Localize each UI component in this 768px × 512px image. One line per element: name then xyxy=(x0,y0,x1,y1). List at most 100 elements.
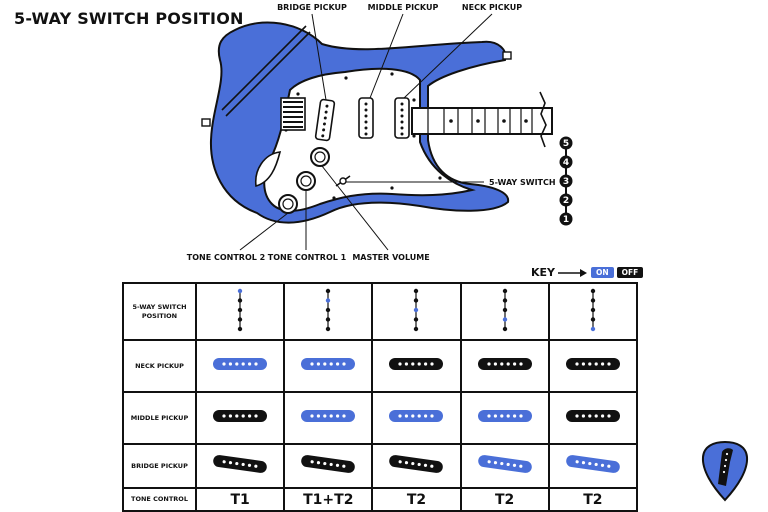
pickup-on-icon xyxy=(566,455,620,473)
row-header-switch: 5-WAY SWITCH POSITION xyxy=(122,282,197,341)
switch-indicator xyxy=(326,288,331,331)
output-jack xyxy=(255,151,282,188)
switch-dot xyxy=(237,316,243,322)
guitar-diagram: BRIDGE PICKUP MIDDLE PICKUP NECK PICKUP … xyxy=(187,3,573,262)
switch-dot xyxy=(237,326,243,331)
table-row-switch: 5-WAY SWITCH POSITION xyxy=(122,282,639,341)
cell-middle xyxy=(459,391,550,445)
switch-position-table: 5-WAY SWITCH POSITION NECK PICKUP MIDDLE… xyxy=(122,282,639,512)
switch-dot-active xyxy=(502,316,507,322)
cell-middle xyxy=(547,391,639,445)
cell-neck xyxy=(459,339,550,393)
pickup-on-icon xyxy=(301,358,356,370)
five-way-switch xyxy=(335,175,351,187)
switch-indicator xyxy=(590,288,596,331)
switch-dot xyxy=(590,288,596,293)
switch-number-badge xyxy=(559,136,573,150)
cell-switch xyxy=(547,282,639,341)
pickup-off-icon xyxy=(477,358,532,370)
switch-dot xyxy=(237,307,243,312)
cell-switch xyxy=(459,282,550,341)
switch-number-badge xyxy=(559,155,573,169)
pickup-off-icon xyxy=(565,410,620,422)
switch-number-label: 2 xyxy=(563,196,569,206)
page-title: 5-WAY SWITCH POSITION xyxy=(14,9,244,28)
row-header-middle: MIDDLE PICKUP xyxy=(122,391,197,445)
neck-pickup xyxy=(394,97,410,139)
switch-dot xyxy=(414,326,419,331)
switch-indicator xyxy=(237,288,243,331)
pickup-off-icon xyxy=(389,455,444,473)
pickup-off-icon xyxy=(565,358,620,370)
label-tone-control-1: TONE CONTROL 1 xyxy=(268,253,347,262)
table-row-neck: NECK PICKUP xyxy=(122,339,639,393)
switch-number-label: 3 xyxy=(563,177,569,187)
tone-control-1-knob xyxy=(296,171,316,191)
tone-value: T1 xyxy=(194,487,286,512)
switch-dot xyxy=(590,297,596,303)
guitar-pick-logo-icon xyxy=(701,440,749,502)
row-header-neck: NECK PICKUP xyxy=(122,339,197,393)
cell-neck xyxy=(194,339,286,393)
tone-value: T2 xyxy=(547,487,639,512)
cell-switch xyxy=(371,282,462,341)
table-row-middle: MIDDLE PICKUP xyxy=(122,391,639,445)
middle-pickup xyxy=(358,97,374,139)
bridge-pickup xyxy=(314,98,336,142)
master-volume-knob xyxy=(310,147,330,167)
switch-dot xyxy=(502,288,507,293)
cell-neck xyxy=(547,339,639,393)
pickup-off-icon xyxy=(213,410,268,422)
table-row-tone: TONE CONTROL T1 T1+T2 T2 T2 T2 xyxy=(122,487,639,512)
switch-number-badge xyxy=(559,174,573,188)
guitar-neck xyxy=(411,91,553,148)
pickup-off-icon xyxy=(301,455,356,473)
switch-dot xyxy=(590,307,596,312)
tone-control-2-knob xyxy=(278,194,298,214)
label-five-way-switch: 5-WAY SWITCH xyxy=(489,178,556,187)
switch-indicator xyxy=(414,288,419,331)
pickguard xyxy=(263,67,476,212)
cell-neck xyxy=(283,339,374,393)
key-label: KEY xyxy=(531,266,556,279)
guitar-bridge xyxy=(280,97,306,131)
switch-dot xyxy=(237,297,243,303)
pickup-on-icon xyxy=(477,410,532,422)
switch-number-badge xyxy=(559,212,573,226)
switch-dot xyxy=(326,307,331,312)
pickup-on-icon xyxy=(477,455,532,473)
cell-bridge xyxy=(459,443,550,489)
label-tone-control-2: TONE CONTROL 2 xyxy=(187,253,265,262)
switch-dot xyxy=(414,316,419,322)
cell-bridge xyxy=(547,443,639,489)
label-neck-pickup: NECK PICKUP xyxy=(462,3,522,12)
cell-switch xyxy=(283,282,374,341)
switch-dot xyxy=(414,288,419,293)
switch-dot xyxy=(590,316,596,322)
cell-neck xyxy=(371,339,462,393)
switch-number-label: 1 xyxy=(563,215,569,225)
switch-dot-active xyxy=(590,326,596,331)
switch-dot xyxy=(414,297,419,303)
switch-dot xyxy=(502,307,507,312)
label-bridge-pickup: BRIDGE PICKUP xyxy=(277,3,347,12)
row-header-bridge: BRIDGE PICKUP xyxy=(122,443,197,489)
pickup-off-icon xyxy=(213,455,267,473)
cell-middle xyxy=(371,391,462,445)
pickup-on-icon xyxy=(389,410,444,422)
cell-switch xyxy=(194,282,286,341)
switch-dot xyxy=(326,326,331,331)
key-legend: KEY ON OFF xyxy=(531,266,644,279)
label-master-volume: MASTER VOLUME xyxy=(352,253,429,262)
key-off-badge: OFF xyxy=(616,267,644,278)
switch-indicator xyxy=(502,288,507,331)
switch-dot xyxy=(326,316,331,322)
switch-dot-active xyxy=(326,297,331,303)
tone-value: T1+T2 xyxy=(283,487,374,512)
table-row-bridge: BRIDGE PICKUP xyxy=(122,443,639,489)
pickup-on-icon xyxy=(213,358,268,370)
cell-middle xyxy=(194,391,286,445)
switch-dot-active xyxy=(237,288,243,293)
tone-value: T2 xyxy=(459,487,550,512)
